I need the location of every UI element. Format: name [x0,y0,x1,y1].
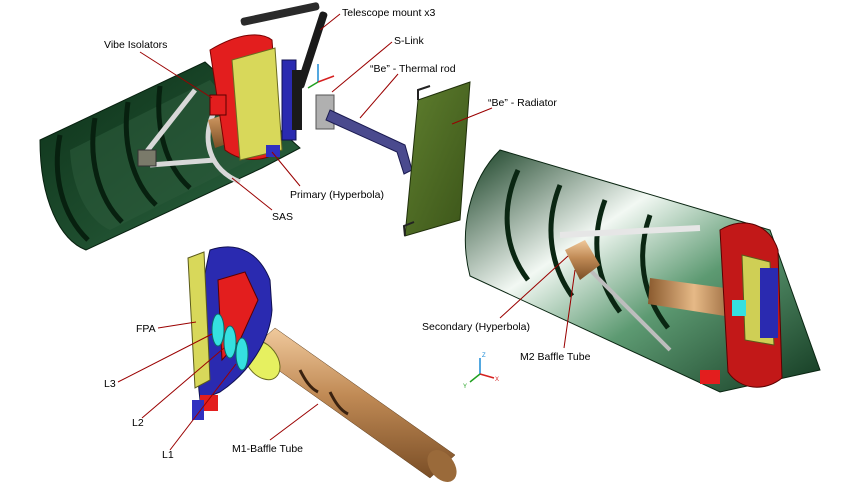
primary-mount-part [266,145,280,157]
lens-l2-shape [223,325,237,359]
m1-tube-rings [298,369,349,416]
label-secondary: Secondary (Hyperbola) [422,321,530,333]
upper-black-fitting [292,70,302,130]
upper-telescope-assembly [39,2,413,251]
leader-be-radiator [451,107,493,125]
lens-l3-shape [211,313,225,347]
telescope-mount-leg [296,11,328,89]
right-secondary-strut [559,225,701,238]
leader-l2 [141,347,225,419]
be-radiator-assembly [402,81,471,237]
label-l2: L2 [132,417,144,429]
leader-primary [271,151,301,187]
vibe-isolator-part [209,94,227,116]
right-telescope-assembly [464,149,821,393]
right-red-foot [700,370,720,384]
right-copper-tube [648,278,740,318]
leader-l1 [169,363,237,451]
label-primary: Primary (Hyperbola) [290,189,384,201]
leader-fpa [157,321,197,329]
axis-x-label: X [495,377,499,383]
leader-be-thermal-rod [359,73,399,119]
lens-l1-shape [235,337,249,371]
leader-m2-baffle [563,269,576,349]
axis-y-label: Y [463,384,467,390]
label-be-radiator: “Be” - Radiator [488,97,557,109]
leader-vibe-isolators [139,51,213,99]
label-l3: L3 [104,378,116,390]
m1-tube-end [427,450,457,482]
label-l1: L1 [162,449,174,461]
right-blue-fitting [760,268,778,338]
leader-telescope-mount [319,13,341,31]
leader-m1-baffle [269,403,319,441]
m2-baffle-tube-body [565,240,600,280]
label-m1-baffle-tube: M1-Baffle Tube [232,443,303,455]
be-radiator-panel [404,81,471,237]
label-m2-baffle-tube: M2 Baffle Tube [520,351,591,363]
upper-yellow-plate [231,47,283,161]
label-fpa: FPA [136,323,156,335]
upper-strut-bracket [137,149,157,167]
leader-l3 [117,333,213,383]
leader-sas [231,177,273,211]
axis-triad: Z X Y [463,353,499,390]
label-sas: SAS [272,211,293,223]
label-s-link: S-Link [394,35,425,47]
bottom-optics-assembly [187,246,457,482]
radiator-handle-bottom [402,221,415,237]
axis-z-label: Z [482,353,486,359]
right-cyan-lens [732,300,746,316]
be-thermal-rod [325,109,413,175]
optics-blue-foot [192,400,204,420]
leader-s-link [331,41,393,93]
label-telescope-mount: Telescope mount x3 [342,7,436,19]
leader-secondary [499,255,569,319]
radiator-handle-top [417,85,431,100]
telescope-mount-rod [240,2,320,26]
m1-baffle-tube-body [249,327,456,479]
upper-tube-baffles [54,85,192,242]
callout-labels: Telescope mount x3 Vibe Isolators S-Link… [104,7,591,461]
label-be-thermal-rod: “Be” - Thermal rod [370,63,456,75]
fpa-plate [187,251,211,389]
leader-lines [117,13,576,451]
optics-red-bracket [200,395,218,411]
label-vibe-isolators: Vibe Isolators [104,39,167,51]
